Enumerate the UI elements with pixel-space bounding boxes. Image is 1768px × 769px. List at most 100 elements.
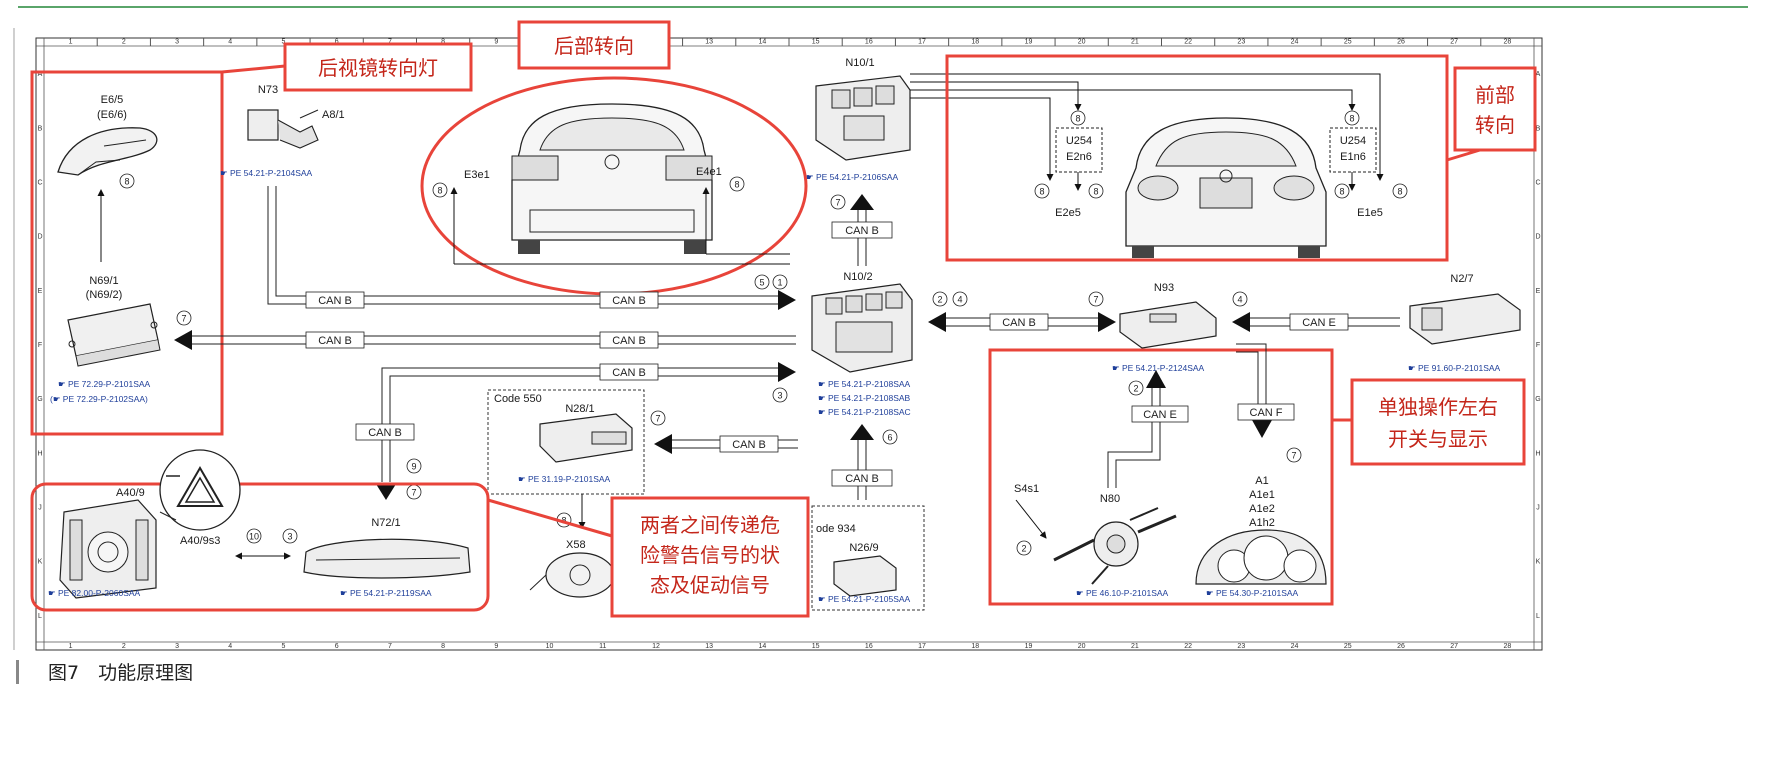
- grid-col-label: 25: [1344, 39, 1352, 46]
- front-turn-box: [945, 54, 1449, 262]
- circle-7-n72: 7: [411, 488, 416, 498]
- grid-col-label: 27: [1450, 643, 1458, 650]
- circle-8-e1e5-a: 8: [1339, 187, 1344, 197]
- circle-8-u254-left: 8: [1075, 114, 1080, 124]
- ref-n73: ☛ PE 54.21-P-2104SAA: [220, 168, 313, 178]
- grid-col-label: 10: [546, 643, 554, 650]
- hazard-switch-icon: [159, 449, 241, 531]
- ref-n69-b: (☛ PE 72.29-P-2102SAA): [50, 394, 148, 404]
- n93-label: N93: [1154, 282, 1174, 294]
- rear-turn-annotation: 后部转向: [554, 34, 634, 58]
- switch-annotation-2: 开关与显示: [1388, 427, 1488, 451]
- circle-7-a1: 7: [1291, 451, 1296, 461]
- grid-col-label: 28: [1503, 643, 1511, 650]
- grid-row-label: D: [1535, 234, 1540, 241]
- grid-col-label: 24: [1291, 39, 1299, 46]
- switch-annotation-1: 单独操作左右: [1378, 395, 1498, 419]
- ignition-switch-icon: [247, 109, 319, 149]
- center-console-icon: [59, 499, 157, 599]
- grid-row-label: L: [1536, 613, 1540, 620]
- can-b-n69: CAN B: [318, 335, 352, 347]
- can-b-n69-right: CAN B: [612, 335, 646, 347]
- grid-col-label: 1: [69, 39, 73, 46]
- grid-row-label: B: [1536, 125, 1541, 132]
- can-f-a1: CAN F: [1250, 407, 1283, 419]
- grid-row-label: L: [38, 613, 42, 620]
- grid-col-label: 25: [1344, 643, 1352, 650]
- grid-col-label: 19: [1025, 643, 1033, 650]
- hazard-annotation-1: 两者之间传递危: [640, 513, 780, 537]
- ref-a1: ☛ PE 54.30-P-2101SAA: [1206, 588, 1299, 598]
- grid-col-label: 7: [388, 643, 392, 650]
- mirror-turn-label-box: [283, 42, 473, 92]
- door-module-icon: [67, 303, 161, 367]
- n27-label: N2/7: [1450, 273, 1473, 285]
- instrument-cluster-icon: [1195, 529, 1327, 585]
- can-b-n72-vertical: CAN B: [368, 427, 402, 439]
- e66-label: (E6/6): [97, 109, 127, 121]
- grid-row-label: E: [1536, 288, 1541, 295]
- grid-col-label: 13: [705, 39, 713, 46]
- n10-2-label: N10/2: [843, 271, 872, 283]
- grid-row-label: A: [1536, 71, 1541, 78]
- grid-col-label: 18: [971, 643, 979, 650]
- grid-col-label: 26: [1397, 643, 1405, 650]
- grid-row-label: J: [38, 505, 42, 512]
- e65-label: E6/5: [101, 94, 124, 106]
- grid-col-label: 27: [1450, 39, 1458, 46]
- a1-label: A1: [1255, 475, 1268, 487]
- hazard-box: [30, 482, 490, 612]
- grid-col-label: 17: [918, 643, 926, 650]
- can-e-n27: CAN E: [1302, 317, 1336, 329]
- grid-col-label: 14: [758, 643, 766, 650]
- hazard-label-box: [610, 496, 810, 618]
- grid-col-label: 12: [652, 643, 660, 650]
- grid-col-label: 17: [918, 39, 926, 46]
- grid-col-label: 23: [1237, 39, 1245, 46]
- top-rule: [18, 6, 1748, 8]
- car-rear-icon: [511, 103, 713, 254]
- grid-row-label: H: [37, 450, 42, 457]
- grid-col-label: 6: [335, 643, 339, 650]
- can-b-n26-link: [850, 424, 874, 500]
- circle-7-n28: 7: [655, 414, 660, 424]
- front-turn-wires: [910, 73, 1384, 181]
- circle-2-s4s1: 2: [1021, 544, 1026, 554]
- grid-col-label: 26: [1397, 39, 1405, 46]
- ref-n69-a: ☛ PE 72.29-P-2101SAA: [58, 379, 151, 389]
- grid-col-label: 9: [494, 39, 498, 46]
- grid-row-label: C: [37, 179, 42, 186]
- mirror-turn-annotation: 后视镜转向灯: [318, 56, 438, 80]
- grid-row-label: K: [38, 559, 43, 566]
- n73-label: N73: [258, 84, 278, 96]
- e2n6-label: E2n6: [1066, 151, 1092, 163]
- a81-label: A8/1: [322, 109, 345, 121]
- n80-label: N80: [1100, 493, 1120, 505]
- e4e1-label: E4e1: [696, 166, 722, 178]
- grid-col-label: 3: [175, 39, 179, 46]
- a1e2-label: A1e2: [1249, 503, 1275, 515]
- grid-col-label: 5: [282, 643, 286, 650]
- n26-module-icon: [833, 555, 897, 597]
- can-b-n10-link: CAN B: [845, 225, 879, 237]
- circle-3-n10: 3: [777, 391, 782, 401]
- grid-col-label: 18: [971, 39, 979, 46]
- grid-col-label: 3: [175, 643, 179, 650]
- grid-col-label: 11: [599, 643, 606, 650]
- circle-1: 1: [777, 278, 782, 288]
- code-550-label: Code 550: [494, 393, 542, 405]
- trailer-module-icon: [539, 413, 633, 463]
- mirror-turn-box: [30, 70, 224, 436]
- circle-8-e3e1: 8: [437, 186, 442, 196]
- grid-col-label: 7: [388, 39, 392, 46]
- grid-row-label: F: [38, 342, 42, 349]
- grid-row-label: F: [1536, 342, 1540, 349]
- grid-row-label: J: [1536, 505, 1540, 512]
- grid-col-label: 1: [69, 643, 73, 650]
- grid-row-label: A: [38, 71, 43, 78]
- grid-col-label: 16: [865, 39, 873, 46]
- circle-8-e2e5-a: 8: [1039, 187, 1044, 197]
- grid-row-label: E: [38, 288, 43, 295]
- can-b-n73-right: CAN B: [612, 295, 646, 307]
